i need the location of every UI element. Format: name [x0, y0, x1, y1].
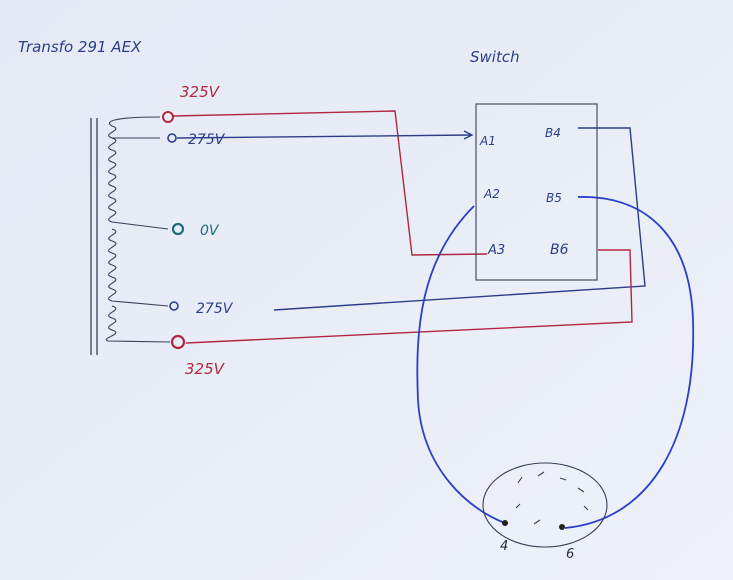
- transformer-coil: [105, 116, 171, 343]
- terminal-a2-label: A2: [483, 187, 500, 201]
- terminal-325v-top: [162, 111, 174, 123]
- switch-box: [475, 103, 598, 281]
- tap-label-325v-bottom: 325V: [185, 360, 226, 378]
- wire-325v-bottom-to-b6: [185, 249, 633, 344]
- wire-325v-top-to-a3: [172, 110, 488, 256]
- terminal-325v-bottom: [170, 334, 186, 350]
- wire-a2-to-pin4: [416, 205, 506, 524]
- terminal-275v-top: [167, 133, 177, 143]
- arrow-a1: [463, 130, 474, 140]
- wire-b5-to-pin6: [564, 196, 695, 529]
- terminal-275v-bottom: [169, 301, 179, 311]
- terminal-a3-label: A3: [487, 243, 505, 258]
- switch-title: Switch: [470, 48, 520, 66]
- tap-label-275v-top: 275V: [188, 132, 226, 148]
- terminal-a1-label: A1: [479, 134, 496, 148]
- terminal-b5-label: B5: [546, 191, 562, 205]
- terminal-b6-label: B6: [550, 242, 569, 258]
- diagram-title: Transfo 291 AEX: [18, 38, 142, 56]
- tube-socket: [482, 462, 608, 548]
- wire-275v-top-to-a1: [176, 134, 473, 139]
- transformer-core: [90, 118, 98, 355]
- tap-label-325v-top: 325V: [180, 83, 221, 101]
- socket-pin-6: [559, 524, 565, 530]
- tap-label-275v-bottom: 275V: [196, 301, 234, 317]
- terminal-0v: [171, 222, 185, 236]
- terminal-b4-label: B4: [545, 126, 561, 140]
- pin-6-label: 6: [566, 547, 574, 562]
- pin-4-label: 4: [500, 539, 508, 554]
- socket-pin-4: [502, 520, 508, 526]
- wire-275v-bottom-to-b4: [273, 127, 646, 311]
- tap-label-0v: 0V: [200, 223, 220, 239]
